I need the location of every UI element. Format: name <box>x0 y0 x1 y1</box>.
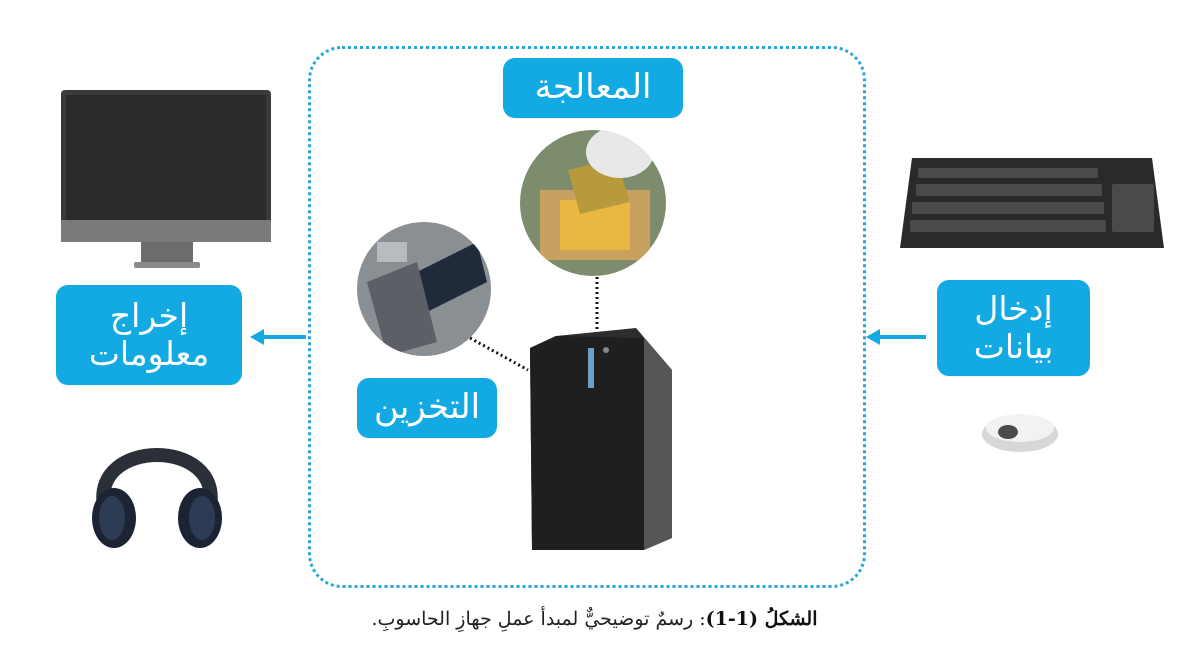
pc-tower-icon <box>530 328 672 550</box>
processing-label-text: المعالجة <box>534 67 652 108</box>
headphones-icon <box>92 448 222 548</box>
output-label-line2: معلومات <box>88 334 210 373</box>
storage-label-text: التخزين <box>373 387 481 428</box>
system-boundary <box>308 46 866 588</box>
input-label-line1: إدخال <box>974 289 1053 329</box>
output-arrow-head <box>250 329 264 345</box>
storage-label: التخزين <box>357 378 497 438</box>
processing-label: المعالجة <box>503 58 683 118</box>
ssd-photo <box>357 222 491 356</box>
figure-number: الشكلُ (1-1) <box>705 608 818 630</box>
cpu-photo <box>520 130 666 276</box>
mouse-icon <box>982 414 1058 452</box>
ssd-connector <box>469 336 529 372</box>
input-arrow-head <box>866 329 880 345</box>
input-label-line2: بيانات <box>973 327 1054 366</box>
monitor-icon <box>61 90 271 268</box>
figure-caption: الشكلُ (1-1): رسمٌ توضيحيٌّ لمبدأ عملِ ج… <box>0 608 1189 630</box>
keyboard-icon <box>900 158 1164 248</box>
caption-text: : رسمٌ توضيحيٌّ لمبدأ عملِ جهازِ الحاسوب… <box>371 608 706 630</box>
output-label: إخراج معلومات <box>56 285 242 385</box>
input-label: إدخال بيانات <box>937 280 1090 376</box>
output-label-line1: إخراج <box>109 296 189 336</box>
